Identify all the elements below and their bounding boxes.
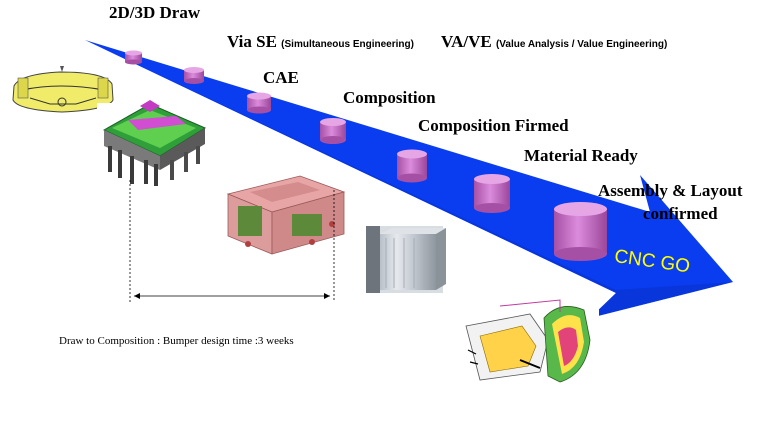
milestone-cylinder-2 (184, 67, 204, 84)
milestone-cylinder-5 (397, 149, 427, 183)
stage-note-vave: (Value Analysis / Value Engineering) (495, 39, 668, 50)
bumper-sketch-icon (4, 66, 119, 115)
stage-label-composition: Composition (343, 88, 436, 107)
steel-block-icon (366, 226, 446, 293)
stage-note-se: (Simultaneous Engineering) (281, 39, 414, 50)
stage-label-assembly-line2: confirmed (643, 204, 718, 223)
process-arrow-shade (85, 40, 733, 318)
milestone-cylinder-4 (320, 118, 346, 144)
stage-label-cae: CAE (263, 68, 299, 87)
milestone-cylinder-6 (474, 174, 510, 213)
stage-label-composition-firmed: Composition Firmed (418, 116, 569, 135)
die-3d-model-icon (97, 100, 210, 188)
dimension-lines (129, 180, 335, 302)
bumper-cad-layout-icon (457, 296, 599, 386)
stage-label-se: Via SE (Simultaneous Engineering) (227, 32, 414, 51)
milestone-cylinder-7 (554, 202, 607, 261)
milestone-cylinder-3 (247, 92, 271, 114)
stage-label-assembly: Assembly & Layout (598, 181, 743, 200)
design-time-caption: Draw to Composition : Bumper design time… (59, 335, 294, 347)
stage-label-draw: 2D/3D Draw (109, 3, 201, 22)
stage-label-material-ready: Material Ready (524, 146, 638, 165)
milestone-cylinder-1 (125, 50, 142, 65)
stage-label-vave: VA/VE (Value Analysis / Value Engineerin… (441, 32, 668, 51)
mold-composition-icon (218, 175, 348, 268)
